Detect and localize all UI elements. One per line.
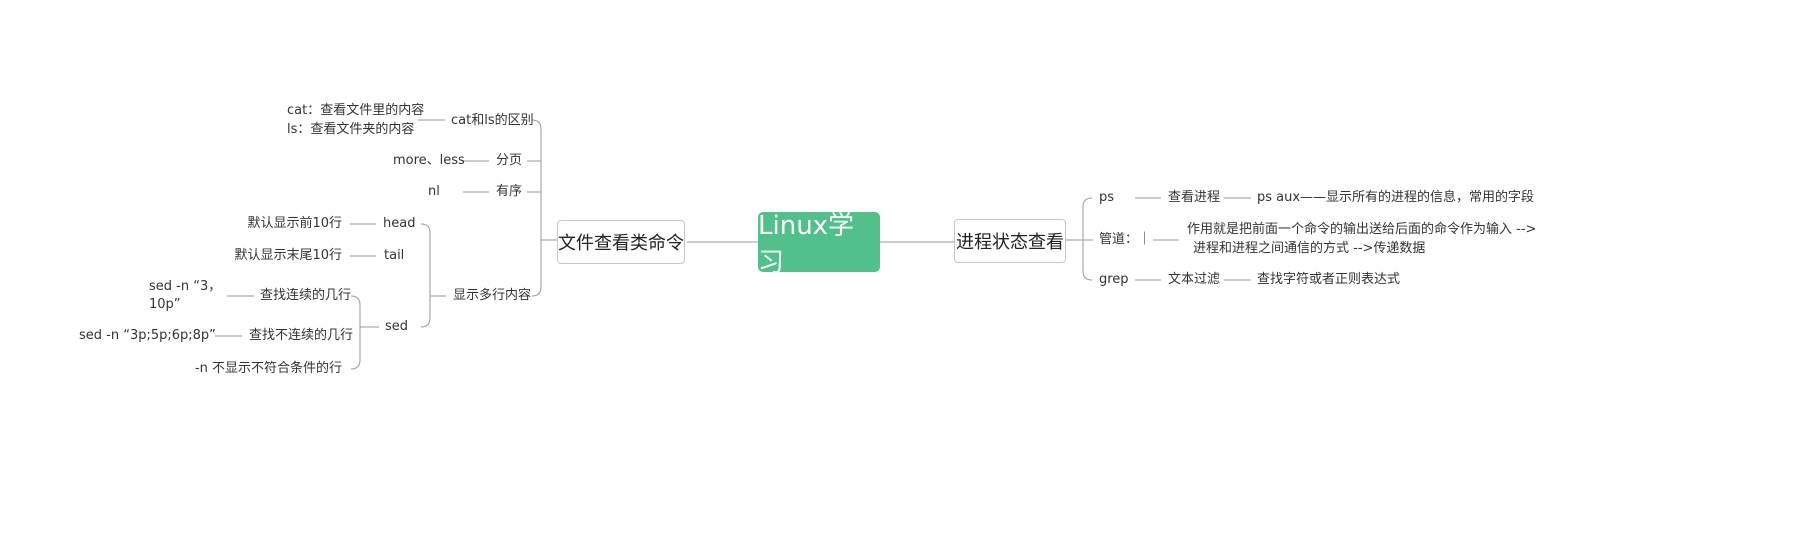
node-grep[interactable]: grep bbox=[1099, 272, 1129, 287]
leaf-ps-aux: ps aux——显示所有的进程的信息，常用的字段 bbox=[1257, 190, 1535, 205]
leaf-grep-desc: 查找字符或者正则表达式 bbox=[1257, 272, 1401, 287]
node-sed-noncontiguous[interactable]: 查找不连续的几行 bbox=[249, 328, 354, 343]
node-cat-ls-diff[interactable]: cat和ls的区别 bbox=[451, 113, 534, 128]
leaf-sed-noncontiguous: sed -n “3p;5p;6p;8p” bbox=[79, 328, 216, 343]
leaf-pipe-line2: 进程和进程之间通信的方式 -->传递数据 bbox=[1193, 241, 1426, 256]
node-pipe[interactable]: 管道：｜ bbox=[1099, 232, 1152, 247]
topic-file-view-label: 文件查看类命令 bbox=[558, 233, 684, 254]
leaf-sed-contiguous-line2: 10p” bbox=[149, 297, 181, 312]
node-ps[interactable]: ps bbox=[1099, 190, 1115, 205]
node-paging[interactable]: 分页 bbox=[496, 153, 523, 168]
leaf-ls: ls：查看文件夹的内容 bbox=[287, 122, 415, 137]
topic-process-label: 进程状态查看 bbox=[956, 232, 1064, 253]
leaf-head-desc: 默认显示前10行 bbox=[247, 216, 342, 231]
root-label: Linux学习 bbox=[758, 211, 855, 278]
node-view-process[interactable]: 查看进程 bbox=[1168, 190, 1221, 205]
leaf-nl: nl bbox=[428, 184, 440, 199]
node-head[interactable]: head bbox=[383, 216, 416, 231]
node-sed-contiguous[interactable]: 查找连续的几行 bbox=[260, 288, 352, 303]
topic-process-status[interactable]: 进程状态查看 bbox=[954, 219, 1066, 263]
leaf-more-less: more、less bbox=[393, 153, 465, 168]
node-multiline[interactable]: 显示多行内容 bbox=[453, 288, 532, 303]
leaf-tail-desc: 默认显示末尾10行 bbox=[234, 248, 342, 263]
node-text-filter[interactable]: 文本过滤 bbox=[1168, 272, 1221, 287]
leaf-pipe-line1: 作用就是把前面一个命令的输出送给后面的命令作为输入 --> bbox=[1187, 222, 1537, 237]
node-ordered[interactable]: 有序 bbox=[496, 184, 523, 199]
leaf-cat: cat：查看文件里的内容 bbox=[287, 103, 425, 118]
node-sed[interactable]: sed bbox=[385, 319, 409, 334]
leaf-sed-contiguous-line1: sed -n “3， bbox=[149, 279, 222, 294]
root-node[interactable]: Linux学习 bbox=[758, 211, 880, 278]
node-sed-suppress[interactable]: -n 不显示不符合条件的行 bbox=[194, 361, 342, 376]
topic-file-view-commands[interactable]: 文件查看类命令 bbox=[557, 220, 685, 264]
node-tail[interactable]: tail bbox=[384, 248, 405, 263]
